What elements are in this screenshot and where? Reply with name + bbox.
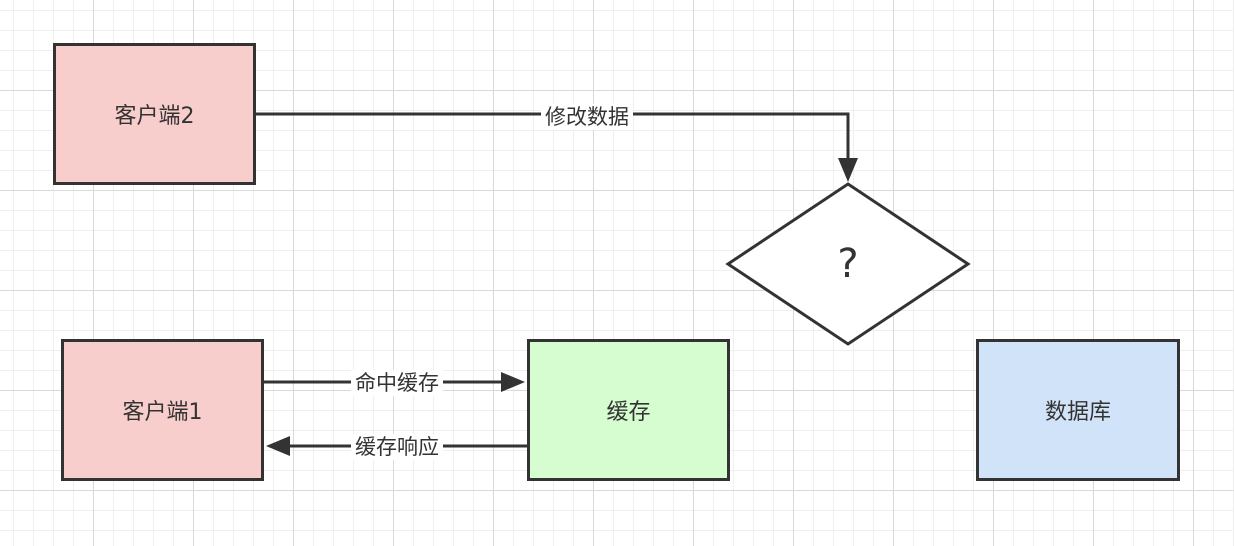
edge-modify-data — [256, 112, 850, 175]
decision-label: ? — [837, 241, 859, 287]
edge-cache-response-arrowhead — [266, 436, 290, 456]
cache-label: 缓存 — [606, 400, 651, 425]
edge-cache-hit-arrowhead — [501, 372, 525, 392]
database-label: 数据库 — [1044, 400, 1111, 425]
edge-label-cache-hit: 命中缓存 — [351, 370, 443, 396]
decision-diamond — [725, 182, 971, 346]
edge-label-modify-data: 修改数据 — [541, 104, 633, 130]
edge-modify-data-arrowhead — [838, 158, 858, 182]
client-1-label: 客户端1 — [122, 400, 203, 425]
client-2-label: 客户端2 — [114, 104, 195, 129]
edge-label-cache-response: 缓存响应 — [351, 434, 443, 460]
database-node: 数据库 — [976, 339, 1180, 481]
client-2-node: 客户端2 — [53, 43, 256, 185]
cache-node: 缓存 — [527, 339, 730, 481]
client-1-node: 客户端1 — [61, 339, 264, 481]
